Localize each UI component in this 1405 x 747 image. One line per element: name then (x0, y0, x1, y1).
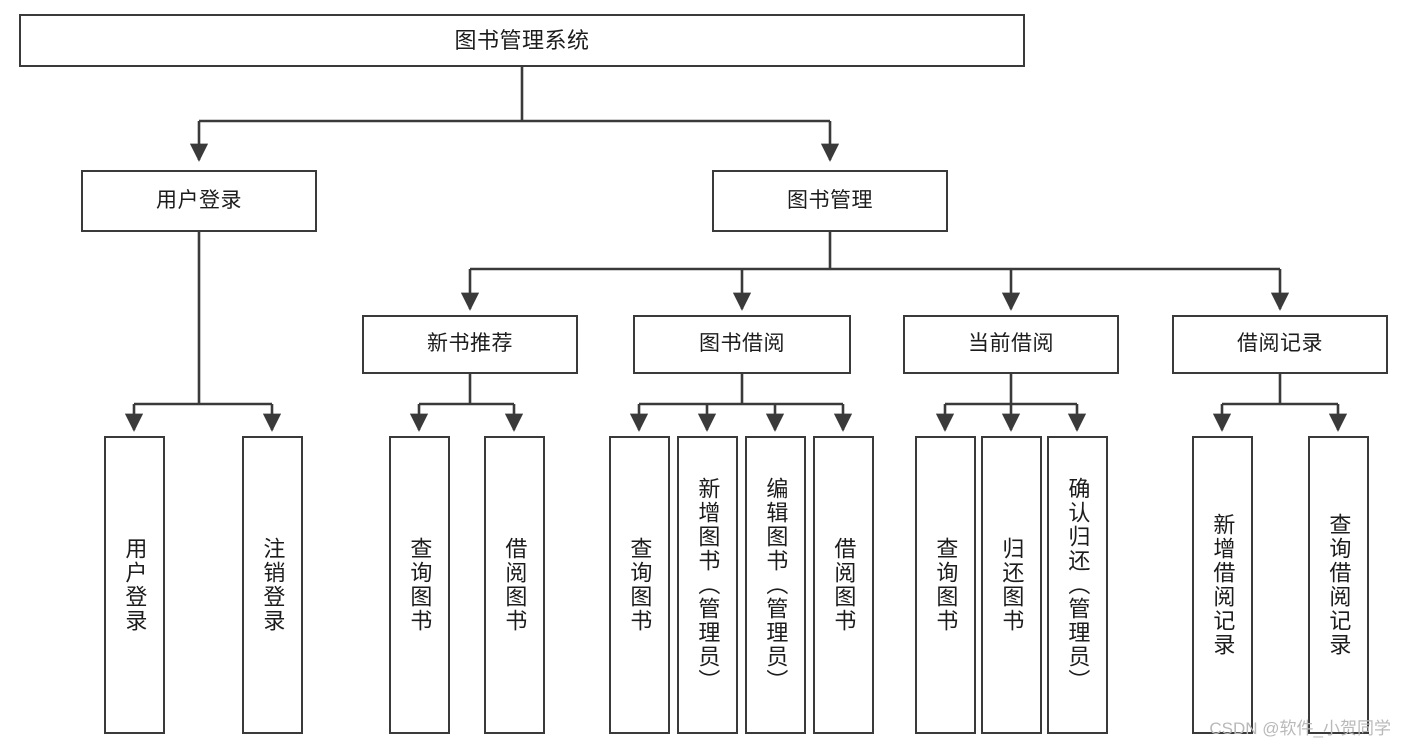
leaf-edit-book-admin[interactable]: 编辑图书（管理员） (745, 436, 806, 734)
node-label: 图书管理 (787, 188, 873, 212)
leaf-query-book-borrow[interactable]: 查询图书 (609, 436, 670, 734)
leaf-logout[interactable]: 注销登录 (242, 436, 303, 734)
leaf-query-borrow-record[interactable]: 查询借阅记录 (1308, 436, 1369, 734)
node-label: 查询图书 (627, 537, 653, 633)
leaf-user-login[interactable]: 用户登录 (104, 436, 165, 734)
node-label: 归还图书 (999, 537, 1025, 633)
csdn-watermark: CSDN @软件_小贺同学 (1209, 719, 1391, 738)
node-label: 查询图书 (407, 537, 433, 633)
leaf-query-book-recommend[interactable]: 查询图书 (389, 436, 450, 734)
node-current-borrow[interactable]: 当前借阅 (903, 315, 1119, 374)
node-label: 用户登录 (156, 188, 242, 212)
node-label: 借阅记录 (1237, 332, 1323, 356)
node-user-login[interactable]: 用户登录 (81, 170, 317, 232)
node-label: 借阅图书 (502, 537, 528, 633)
node-label: 查询图书 (933, 537, 959, 633)
node-root-system[interactable]: 图书管理系统 (19, 14, 1025, 67)
node-label: 查询借阅记录 (1326, 513, 1352, 657)
leaf-query-book-current[interactable]: 查询图书 (915, 436, 976, 734)
node-label: 新增借阅记录 (1210, 513, 1236, 657)
node-borrow-records[interactable]: 借阅记录 (1172, 315, 1388, 374)
node-label: 当前借阅 (968, 332, 1054, 356)
node-label: 编辑图书（管理员） (763, 477, 789, 693)
leaf-borrow-book[interactable]: 借阅图书 (813, 436, 874, 734)
node-label: 借阅图书 (831, 537, 857, 633)
node-label: 确认归还（管理员） (1065, 477, 1091, 693)
node-label: 图书借阅 (699, 332, 785, 356)
node-label: 用户登录 (122, 537, 148, 633)
node-new-book-recommend[interactable]: 新书推荐 (362, 315, 578, 374)
node-label: 图书管理系统 (454, 27, 590, 53)
node-book-management[interactable]: 图书管理 (712, 170, 948, 232)
leaf-return-book[interactable]: 归还图书 (981, 436, 1042, 734)
leaf-add-book-admin[interactable]: 新增图书（管理员） (677, 436, 738, 734)
node-label: 新书推荐 (427, 332, 513, 356)
leaf-borrow-book-recommend[interactable]: 借阅图书 (484, 436, 545, 734)
node-label: 注销登录 (260, 537, 286, 633)
node-label: 新增图书（管理员） (695, 477, 721, 693)
leaf-add-borrow-record[interactable]: 新增借阅记录 (1192, 436, 1253, 734)
leaf-confirm-return-admin[interactable]: 确认归还（管理员） (1047, 436, 1108, 734)
node-book-borrow[interactable]: 图书借阅 (633, 315, 851, 374)
